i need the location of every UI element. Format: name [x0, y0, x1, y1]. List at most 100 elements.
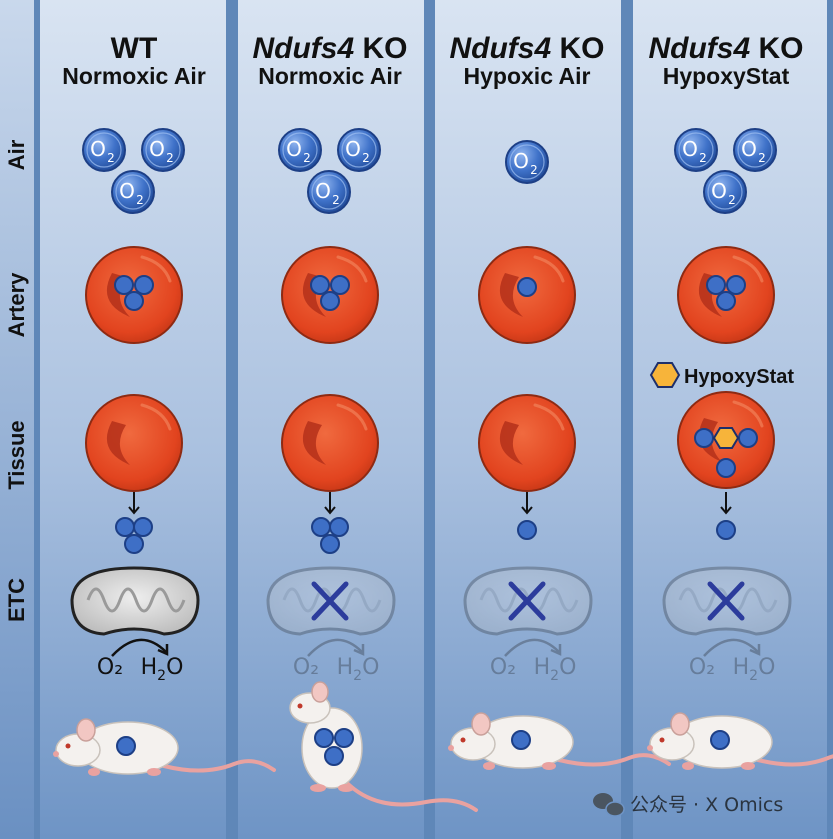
hypoxystat-bound-icon	[712, 427, 740, 449]
rbc-concavity	[499, 273, 523, 317]
mouse-paw	[542, 762, 556, 770]
oxygen-symbol: O	[345, 137, 361, 161]
reaction-reactant: O₂	[97, 655, 123, 680]
rbc-concavity	[106, 273, 130, 317]
arrow-head-icon	[521, 506, 533, 515]
mouse-paw	[338, 784, 354, 792]
oxygen-dot	[334, 728, 354, 748]
oxygen-dot	[115, 517, 135, 537]
reaction-reactant: O₂	[490, 655, 516, 680]
reaction-arrow	[111, 638, 167, 657]
oxygen-dot	[124, 291, 144, 311]
rbc-body	[85, 394, 183, 492]
oxygen-ring	[145, 132, 181, 168]
oxygen-circle	[82, 128, 126, 172]
oxygen-dot	[716, 291, 736, 311]
hypoxystat-legend: HypoxyStat	[649, 362, 794, 388]
oxygen-dot	[517, 520, 537, 540]
oxygen-ring	[311, 174, 347, 210]
column-subtitle-ko-normoxic: Normoxic Air	[258, 63, 402, 89]
side-strip	[0, 0, 34, 839]
reaction-arrow	[703, 638, 759, 657]
oxygen-circle	[733, 128, 777, 172]
oxygen-dot	[330, 275, 350, 295]
oxygen-subscript: 2	[166, 151, 174, 165]
oxygen-dot	[310, 275, 330, 295]
oxygen-symbol: O	[741, 137, 757, 161]
product-sub: 2	[749, 668, 758, 684]
mouse-paw	[682, 762, 694, 770]
mouse-eye	[65, 743, 71, 749]
product-base: H	[733, 655, 750, 680]
rbc-concavity	[499, 421, 523, 465]
mouse-ear	[471, 712, 491, 736]
mouse-tail	[344, 780, 478, 812]
column-title-ko-normoxic: Ndufs4 KO	[252, 32, 407, 65]
rbc-concavity	[698, 273, 722, 317]
mouse-paw	[483, 762, 495, 770]
oxygen-dot	[320, 534, 340, 554]
reaction-arrow-head-icon	[353, 644, 365, 656]
rbc-highlight	[533, 403, 565, 431]
oxygen-dot	[320, 291, 340, 311]
oxygen-dot	[134, 275, 154, 295]
oxygen-ring	[282, 132, 318, 168]
oxygen-circle	[505, 140, 549, 184]
rbc-highlight	[533, 255, 565, 283]
oxygen-dot	[716, 520, 736, 540]
rbc-highlight	[336, 255, 368, 283]
mouse-tail	[162, 759, 276, 773]
column-title-wt: WT	[111, 32, 158, 65]
hypoxystat-hexagon-icon	[649, 362, 681, 388]
mouse-paw	[147, 768, 161, 776]
oxygen-dot	[314, 728, 334, 748]
oxygen-subscript: 2	[136, 193, 144, 207]
oxygen-symbol: O	[315, 179, 331, 203]
oxygen-circle	[111, 170, 155, 214]
column-subtitle-ko-hypoxystat: HypoxyStat	[663, 63, 790, 89]
arrow-head-icon	[720, 506, 732, 515]
rbc-highlight	[140, 403, 172, 431]
inhibited-x-icon	[311, 581, 349, 621]
column-headers: WT Normoxic Air Ndufs4 KO Normoxic Air N…	[62, 32, 803, 89]
row-labels: Air Artery Tissue ETC	[4, 139, 29, 622]
oxygen-ring	[737, 132, 773, 168]
oxygen-circle	[278, 128, 322, 172]
mouse-tail	[557, 753, 671, 767]
column-subtitle-ko-hypoxic: Hypoxic Air	[464, 63, 591, 89]
oxygen-ring	[678, 132, 714, 168]
product-end: O	[758, 655, 775, 680]
oxygen-dot	[133, 517, 153, 537]
oxygen-dot	[706, 275, 726, 295]
oxygen-dot	[311, 517, 331, 537]
reaction-arrow-head-icon	[550, 644, 562, 656]
inhibited-x-icon	[707, 581, 745, 621]
oxygen-circle	[141, 128, 185, 172]
oxygen-dot	[694, 428, 714, 448]
oxygen-subscript: 2	[303, 151, 311, 165]
column-title-ko-hypoxic: Ndufs4 KO	[449, 32, 604, 65]
oxygen-subscript: 2	[728, 193, 736, 207]
rbc-highlight	[336, 403, 368, 431]
mouse-nose	[448, 745, 454, 751]
rbc-concavity	[302, 421, 326, 465]
mouse-ear	[311, 681, 329, 703]
red-blood-cell-icon	[478, 394, 576, 492]
reaction-product: H2O	[733, 655, 776, 684]
mito-cristae	[86, 587, 186, 613]
mouse-paw	[310, 784, 326, 792]
column-title-ko-hypoxystat: Ndufs4 KO	[648, 32, 803, 65]
column-subtitle-wt: Normoxic Air	[62, 63, 206, 89]
row-label-air: Air	[4, 139, 29, 170]
mouse-eye	[659, 737, 665, 743]
reaction-arrow	[504, 638, 560, 657]
oxygen-circle	[337, 128, 381, 172]
mouse-head	[450, 727, 496, 761]
oxygen-symbol: O	[711, 179, 727, 203]
oxygen-ring	[115, 174, 151, 210]
